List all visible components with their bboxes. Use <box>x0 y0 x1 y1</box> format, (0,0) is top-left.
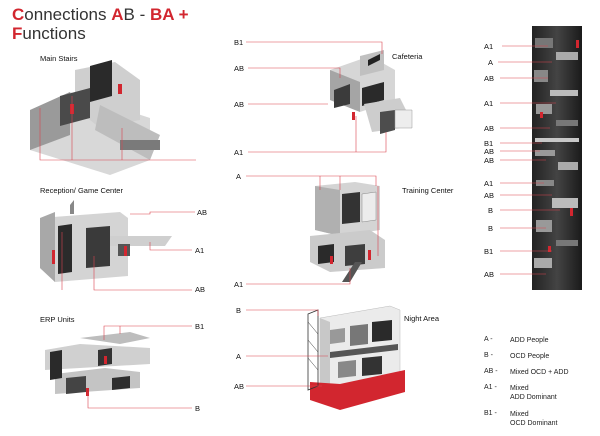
tower-leaders <box>498 45 560 275</box>
tower-callout: AB <box>484 74 495 83</box>
legend-key: B - <box>484 352 493 359</box>
tower-callout: B1 <box>484 139 494 148</box>
training-callout-a1: A1 <box>234 280 244 289</box>
page-title: Connections AB - BA +Functions <box>12 5 189 43</box>
erp-callout-b1: B1 <box>195 322 205 331</box>
legend: A - ADD People B - OCD People AB - Mixed… <box>484 336 600 436</box>
legend-desc: ADD People <box>510 337 549 344</box>
legend-row-a: A - ADD People <box>484 336 600 352</box>
training-building <box>310 182 385 282</box>
legend-row-b: B - OCD People <box>484 352 600 368</box>
section-night-area: Night Area <box>404 314 440 323</box>
legend-key: A1 - <box>484 384 497 391</box>
cafeteria-leaders <box>246 41 387 153</box>
cafeteria-callout-b1: B1 <box>234 38 244 47</box>
reception-leaders <box>61 211 195 291</box>
tower-callout: AB <box>484 270 495 279</box>
night-callout-a: A <box>236 352 242 361</box>
tower-callout: B <box>488 206 494 215</box>
legend-key: B1 - <box>484 410 497 417</box>
legend-desc: Mixed OCD + ADD <box>510 369 569 376</box>
legend-desc: Mixed ADD Dominant <box>510 385 557 401</box>
night-area-building <box>307 305 405 410</box>
erp-building <box>45 332 150 396</box>
reception-callout-ab-bottom: AB <box>195 285 206 294</box>
tower-callout: AB <box>484 191 495 200</box>
section-erp-units: ERP Units <box>40 315 75 324</box>
erp-callout-b: B <box>195 404 201 413</box>
legend-key: A - <box>484 336 493 343</box>
reception-callout-a1: A1 <box>195 246 205 255</box>
night-callout-b: B <box>236 306 242 315</box>
reception-building <box>40 200 172 282</box>
tower-callout: AB <box>484 124 495 133</box>
cafeteria-callout-a1: A1 <box>234 148 244 157</box>
night-area-leaders <box>246 309 328 387</box>
section-training-center: Training Center <box>402 186 454 195</box>
legend-row-a1: A1 - Mixed ADD Dominant <box>484 384 600 410</box>
legend-row-ab: AB - Mixed OCD + ADD <box>484 368 600 384</box>
tower-callout: B1 <box>484 247 494 256</box>
tower-callout: AB <box>484 147 495 156</box>
legend-key: AB - <box>484 368 498 375</box>
cafeteria-building <box>330 50 413 134</box>
legend-row-b1: B1 - Mixed OCD Dominant <box>484 410 600 436</box>
main-stairs-leaders <box>39 96 196 161</box>
reception-callout-ab-top: AB <box>197 208 208 217</box>
tower-callout: AB <box>484 156 495 165</box>
training-callout-a: A <box>236 172 242 181</box>
night-callout-ab: AB <box>234 382 245 391</box>
tower-callout: A1 <box>484 99 494 108</box>
section-main-stairs: Main Stairs <box>40 54 78 63</box>
cafeteria-callout-ab-mid: AB <box>234 100 245 109</box>
tower-callout: A1 <box>484 42 494 51</box>
erp-leaders <box>87 325 192 409</box>
section-cafeteria: Cafeteria <box>392 52 423 61</box>
section-reception: Reception/ Game Center <box>40 186 123 195</box>
tower-callout: B <box>488 224 494 233</box>
tower-building <box>532 26 582 290</box>
legend-desc: OCD People <box>510 353 550 360</box>
training-leaders <box>246 175 379 285</box>
tower-callout: A <box>488 58 494 67</box>
tower-callout: A1 <box>484 179 494 188</box>
main-stairs-building <box>30 60 160 175</box>
cafeteria-callout-ab-top: AB <box>234 64 245 73</box>
legend-desc: Mixed OCD Dominant <box>510 411 558 427</box>
